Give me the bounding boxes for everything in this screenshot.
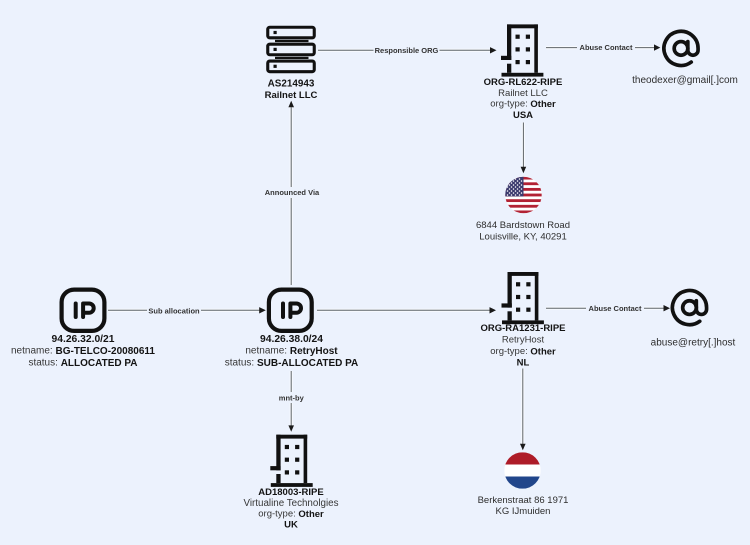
svg-text:mnt-by: mnt-by (279, 394, 305, 403)
svg-text:org-type: Other: org-type: Other (258, 508, 324, 519)
svg-text:ORG-RL622-RIPE: ORG-RL622-RIPE (484, 77, 563, 88)
svg-text:netname: BG-TELCO-20080611: netname: BG-TELCO-20080611 (11, 346, 155, 357)
svg-text:Abuse Contact: Abuse Contact (589, 304, 642, 313)
svg-text:KG IJmuiden: KG IJmuiden (496, 506, 551, 517)
svg-text:abuse@retry[.]host: abuse@retry[.]host (651, 338, 736, 349)
svg-text:theodexer@gmail[.]com: theodexer@gmail[.]com (632, 75, 738, 86)
svg-text:ORG-RA1231-RIPE: ORG-RA1231-RIPE (481, 323, 566, 334)
svg-text:AS214943: AS214943 (268, 79, 315, 90)
svg-text:RetryHost: RetryHost (502, 335, 545, 346)
svg-text:USA: USA (513, 110, 533, 121)
svg-text:Louisville, KY, 40291: Louisville, KY, 40291 (479, 231, 567, 242)
svg-text:org-type: Other: org-type: Other (490, 99, 556, 110)
svg-text:Virtualine Technolgies: Virtualine Technolgies (244, 498, 339, 509)
svg-text:Responsible ORG: Responsible ORG (375, 46, 439, 55)
svg-text:Abuse Contact: Abuse Contact (580, 43, 633, 52)
svg-text:NL: NL (517, 358, 530, 369)
svg-text:UK: UK (284, 519, 298, 530)
svg-text:status: ALLOCATED PA: status: ALLOCATED PA (28, 357, 137, 368)
svg-text:Announced Via: Announced Via (265, 188, 320, 197)
svg-text:6844 Bardstown Road: 6844 Bardstown Road (476, 220, 570, 231)
svg-text:Berkenstraat 86 1971: Berkenstraat 86 1971 (478, 495, 569, 506)
svg-text:Railnet LLC: Railnet LLC (265, 90, 318, 101)
svg-text:Sub allocation: Sub allocation (148, 307, 200, 316)
svg-text:94.26.38.0/24: 94.26.38.0/24 (260, 334, 323, 345)
svg-text:org-type: Other: org-type: Other (490, 346, 556, 357)
svg-text:AD18003-RIPE: AD18003-RIPE (258, 487, 323, 498)
svg-text:netname: RetryHost: netname: RetryHost (245, 346, 338, 357)
svg-text:status: SUB-ALLOCATED PA: status: SUB-ALLOCATED PA (225, 357, 359, 368)
svg-text:Railnet LLC: Railnet LLC (498, 88, 548, 99)
svg-text:94.26.32.0/21: 94.26.32.0/21 (52, 334, 115, 345)
